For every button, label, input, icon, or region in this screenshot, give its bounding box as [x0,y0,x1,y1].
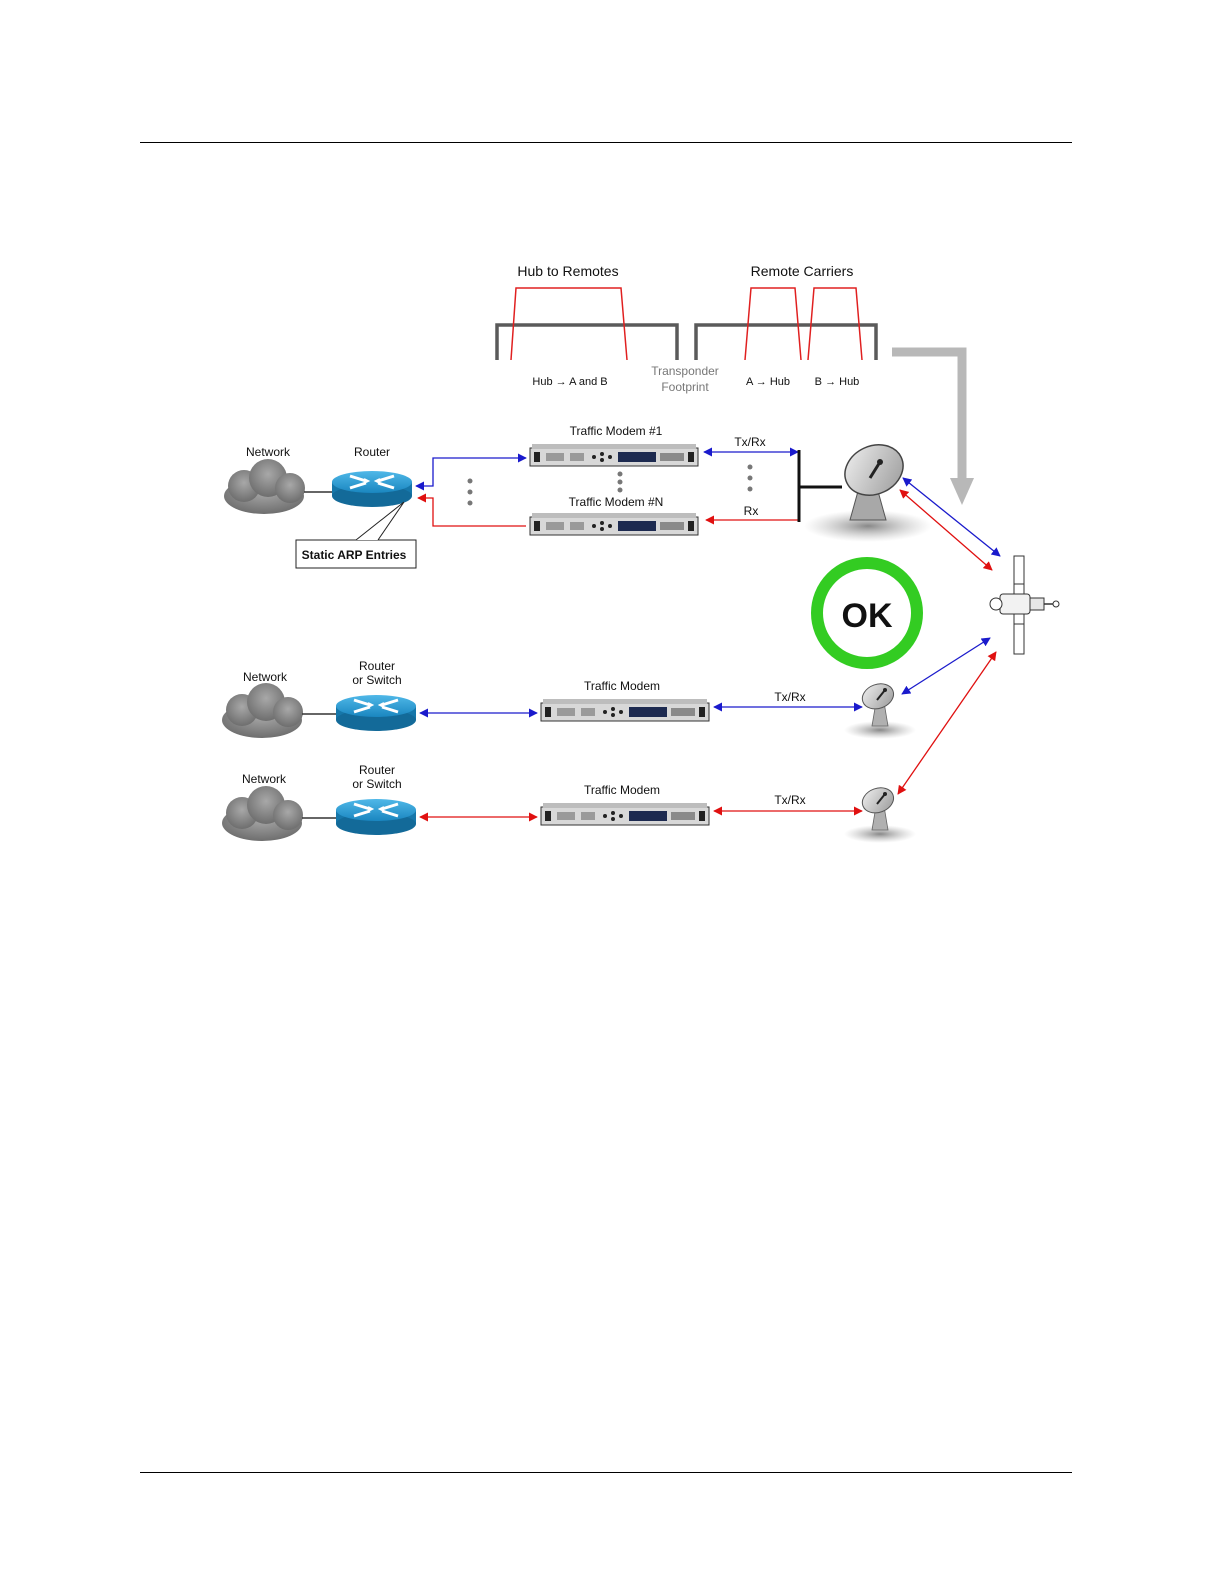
router-icon [336,799,416,835]
remote-b-modem-label: Traffic Modem [584,783,660,797]
hub-to-remotes-label: Hub to Remotes [517,263,618,279]
dish-icon [804,436,932,542]
remote-a-network-label: Network [243,670,288,684]
hub-router-label: Router [354,445,390,459]
hub-txrx-label: Tx/Rx [734,435,765,449]
hub-combiner-bus [799,450,842,522]
remote-a-router-label-line1: Router [359,659,395,673]
router-modem-ellipsis [468,479,473,506]
cloud-icon [222,683,303,738]
traffic-modem-1-label: Traffic Modem #1 [570,424,663,438]
modem-icon [530,513,698,535]
remote-a-txrx-label: Tx/Rx [774,690,805,704]
dish-icon [844,784,916,843]
transponder-footprint-brackets [497,325,876,360]
hub-a-and-b-label: Hub → A and B [532,376,607,388]
footprint-arrow [892,352,974,505]
remote-a-satellite-link [902,638,990,694]
remote-b-network-label: Network [242,772,287,786]
ok-badge-icon: OK [817,563,917,663]
remote-b-txrx-label: Tx/Rx [774,793,805,807]
static-arp-callout: Static ARP Entries [296,502,416,568]
satellite-icon [990,556,1059,654]
modem-icon [541,803,709,825]
modem-icon [541,699,709,721]
static-arp-entries-label: Static ARP Entries [302,548,407,562]
antenna-link-ellipsis [748,465,753,492]
modem-icon [530,444,698,466]
hub-network-label: Network [246,445,291,459]
remote-a-modem-label: Traffic Modem [584,679,660,693]
transponder-label-line2: Footprint [661,380,709,394]
hub-rx-label: Rx [744,504,759,518]
modem-ellipsis [618,472,623,493]
router-icon [336,695,416,731]
remote-b-router-label-line1: Router [359,763,395,777]
a-to-hub-label: A → Hub [746,376,790,388]
remote-a-router-label-line2: or Switch [352,673,401,687]
b-to-hub-label: B → Hub [815,376,860,388]
ok-label: OK [842,597,893,635]
remote-carriers-label: Remote Carriers [751,263,854,279]
remote-b-router-label-line2: or Switch [352,777,401,791]
traffic-modem-n-label: Traffic Modem #N [569,495,664,509]
remote-b-satellite-link [898,652,996,794]
transponder-label-line1: Transponder [651,364,719,378]
cloud-icon [224,459,305,514]
router-icon [332,471,412,507]
dish-icon [844,680,916,739]
cloud-icon [222,786,303,841]
